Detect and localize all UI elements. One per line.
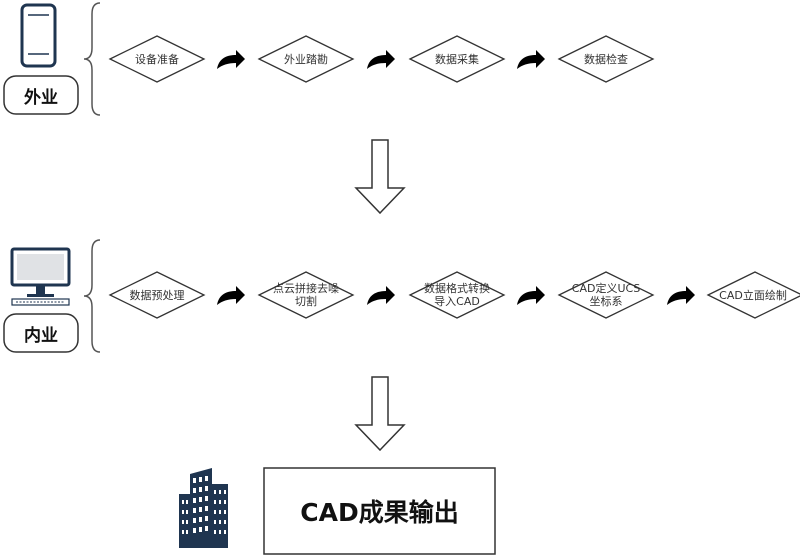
phase-brace-office xyxy=(83,239,101,353)
step-diamond-data-collection xyxy=(408,35,506,83)
result-label: CAD成果输出 xyxy=(300,498,459,527)
desktop-computer-icon xyxy=(10,247,71,306)
stage-down-arrow-icon xyxy=(354,139,406,215)
stage-down-arrow-icon xyxy=(354,376,406,452)
step-diamond-preprocessing xyxy=(108,271,206,319)
step-label-data-check: 数据检查 xyxy=(584,52,628,66)
connector-arrow-icon xyxy=(217,286,245,305)
step-diamond-format-conversion xyxy=(408,271,506,319)
phase-brace-field xyxy=(83,2,101,116)
result-box xyxy=(263,467,496,555)
connector-arrow-icon xyxy=(667,286,695,305)
phase-label-office-work: 内业 xyxy=(24,325,58,346)
phase-label-field-work: 外业 xyxy=(24,87,58,108)
connector-arrow-icon xyxy=(517,50,545,69)
smartphone-icon xyxy=(20,3,57,68)
step-label-ucs-definition: CAD定义UCS 坐标系 xyxy=(571,282,641,308)
building-icon xyxy=(179,468,228,548)
step-label-registration: 点云拼接去噪 切割 xyxy=(273,282,339,308)
step-label-site-survey: 外业踏勘 xyxy=(284,52,328,66)
connector-arrow-icon xyxy=(517,286,545,305)
step-label-preprocessing: 数据预处理 xyxy=(129,288,185,302)
step-label-elevation-drawing: CAD立面绘制 xyxy=(719,288,787,302)
phase-label-box-field xyxy=(3,75,79,115)
step-diamond-site-survey xyxy=(257,35,355,83)
step-diamond-data-check xyxy=(557,35,655,83)
step-diamond-elevation-drawing xyxy=(706,271,800,319)
phase-label-box-office xyxy=(3,313,79,353)
step-diamond-equipment-prep xyxy=(108,35,206,83)
step-label-format-conversion: 数据格式转换 导入CAD xyxy=(424,282,490,308)
step-diamond-registration xyxy=(257,271,355,319)
connector-arrow-icon xyxy=(217,50,245,69)
step-label-data-collection: 数据采集 xyxy=(435,52,479,66)
step-label-equipment-prep: 设备准备 xyxy=(135,52,179,66)
step-diamond-ucs-definition xyxy=(557,271,655,319)
connector-arrow-icon xyxy=(367,286,395,305)
connector-arrow-icon xyxy=(367,50,395,69)
